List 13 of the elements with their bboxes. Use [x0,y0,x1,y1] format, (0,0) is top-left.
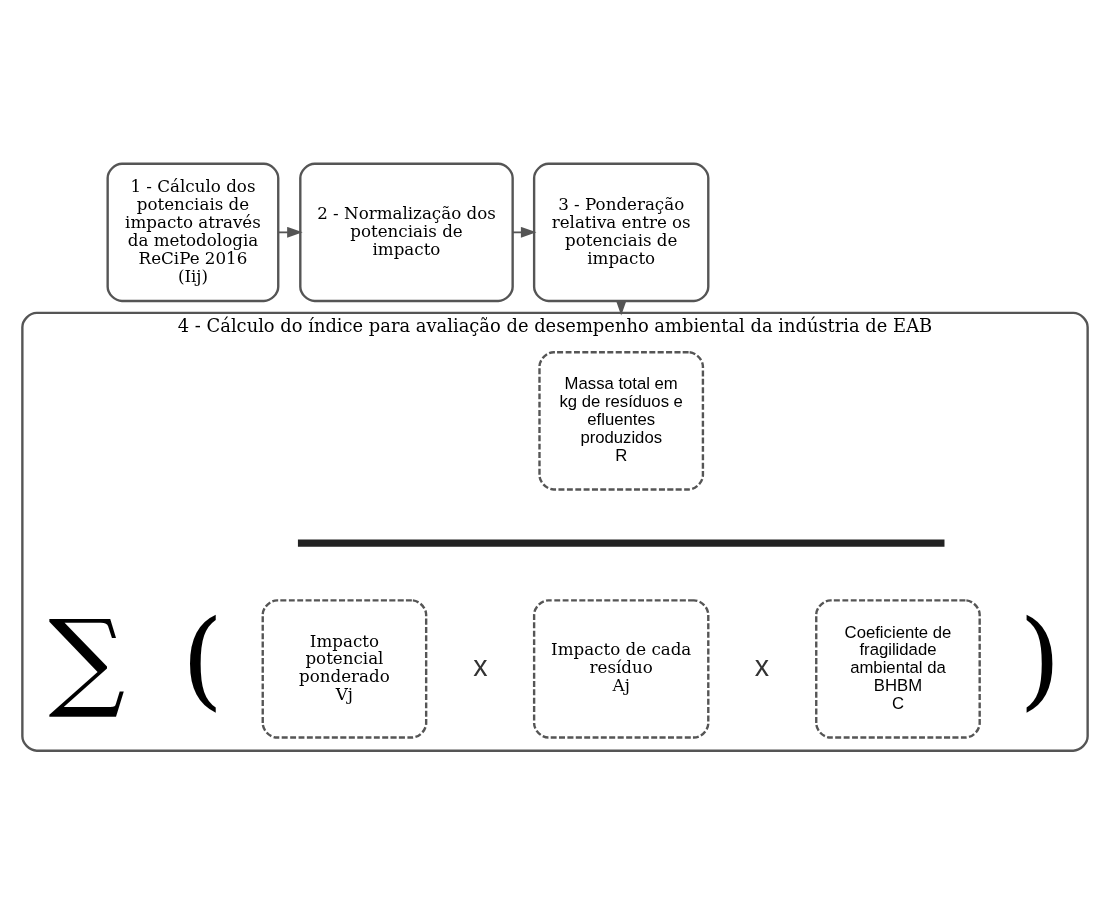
node-box: Impacto de cada resíduo Aj [532,598,710,739]
label: ∑ [48,595,126,721]
node-box: 1 - Cálculo dos potenciais de impacto através da metodologia ReCiPe 2016 (Iij) [106,162,280,302]
node-box: Massa total em kg de resíduos e efluentes produzidos R [538,350,705,491]
node-box: Impacto potencial ponderado Vj [261,598,428,739]
label: x [754,649,770,682]
node-box: 2 - Normalização dos potenciais de impacto [299,162,514,302]
label: ( [181,595,224,721]
arrow [512,226,537,238]
label: ) [1018,595,1061,721]
node-box: Coeficiente de fragilidade ambiental da BHBM C [815,598,981,739]
label: x [473,649,488,682]
arrow [277,226,303,238]
